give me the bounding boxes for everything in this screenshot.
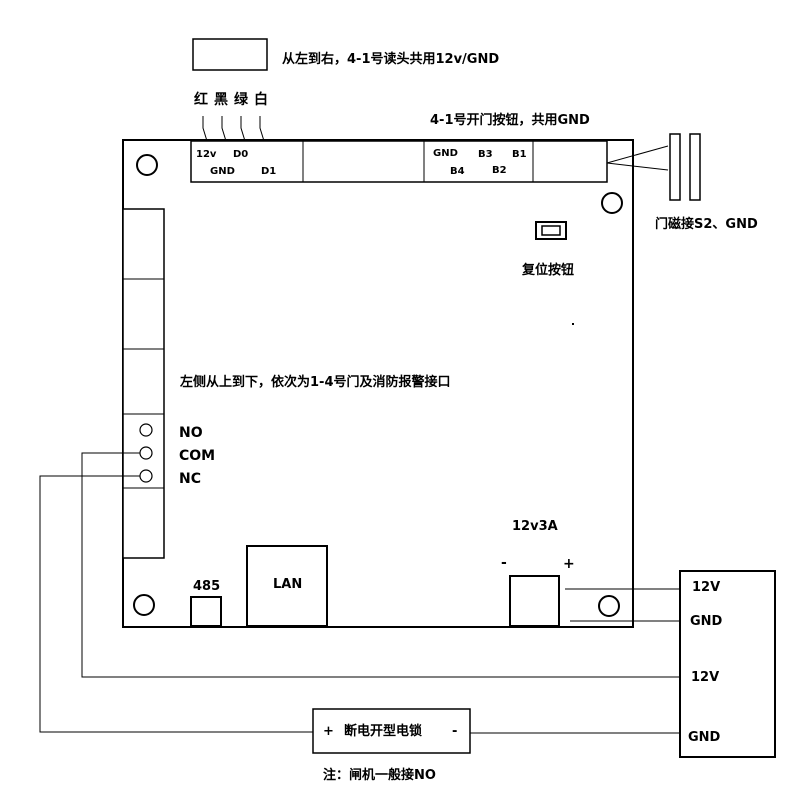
mounting-hole-top-left [136, 154, 158, 176]
port-485 [190, 596, 222, 627]
psu-gnd-1: GND [690, 614, 723, 629]
label-nc: NC [179, 471, 201, 487]
power-input-label: 12v3A [512, 519, 558, 534]
top-terminal-strip [190, 140, 608, 183]
port-lan-label: LAN [273, 577, 302, 592]
door-sensor-icon [606, 133, 701, 201]
pin-d1: D1 [261, 166, 276, 177]
psu-gnd-2: GND [688, 730, 721, 745]
terminal-com [139, 446, 153, 460]
pin-b4: B4 [450, 166, 465, 177]
terminal-no [139, 423, 153, 437]
mounting-hole-top-right [601, 192, 623, 214]
pin-gnd-reader: GND [210, 166, 235, 177]
wire-color-red: 红 [194, 91, 208, 108]
board-dot [572, 323, 574, 325]
wire-color-green: 绿 [234, 91, 249, 108]
pin-d0: D0 [233, 149, 248, 160]
electric-lock-box [312, 708, 471, 754]
reader-note: 从左到右，4-1号读头共用12v/GND [282, 51, 499, 67]
door-sensor-label: 门磁接S2、GND [655, 216, 758, 232]
pin-12v: 12v [196, 149, 217, 160]
lock-plus: + [323, 724, 334, 739]
wire-color-black: 黑 [214, 92, 228, 108]
power-supply-box [679, 570, 776, 758]
pin-gnd-buttons: GND [433, 148, 458, 159]
lock-minus: - [452, 724, 457, 739]
reader-note-box [192, 38, 268, 71]
port-lan [246, 545, 328, 627]
relay-terminal-column [122, 208, 165, 559]
psu-12v-1: 12V [692, 580, 720, 595]
pin-b1: B1 [512, 149, 527, 160]
footer-note: 注：闸机一般接NO [323, 767, 436, 783]
psu-12v-2: 12V [691, 670, 719, 685]
label-com: COM [179, 448, 215, 464]
reset-label: 复位按钮 [521, 262, 574, 278]
buttons-note: 4-1号开门按钮，共用GND [430, 112, 590, 128]
reset-button [535, 221, 567, 240]
relay-note: 左侧从上到下，依次为1-4号门及消防报警接口 [180, 374, 451, 390]
wire-color-white: 白 [254, 91, 268, 108]
lock-label: 断电开型电锁 [344, 723, 422, 739]
label-no: NO [179, 425, 203, 441]
mounting-hole-bottom-right [598, 595, 620, 617]
power-minus: - [501, 555, 507, 571]
power-jack [509, 575, 560, 627]
reader-wires [202, 116, 265, 142]
pin-b2: B2 [492, 165, 507, 176]
terminal-nc [139, 469, 153, 483]
port-485-label: 485 [193, 579, 220, 594]
pin-b3: B3 [478, 149, 493, 160]
mounting-hole-bottom-left [133, 594, 155, 616]
power-plus: + [563, 556, 575, 572]
wiring-lines [39, 452, 680, 734]
